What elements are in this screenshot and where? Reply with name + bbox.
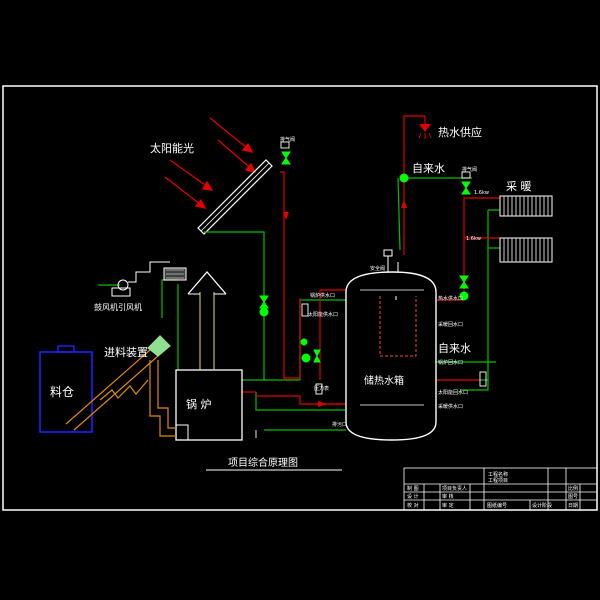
tb-r2c1: 设 计 — [407, 493, 419, 500]
small-label-tank-side-4: 太阳能回水口 — [438, 389, 468, 396]
tb-r1c1: 制 图 — [407, 485, 419, 492]
tb-right-3: 日期 — [568, 503, 578, 509]
feeder-device — [65, 335, 176, 437]
small-label-tank-side-5: 采暖供水口 — [438, 403, 463, 410]
tb-r3c4: 设计阶段 — [532, 502, 552, 509]
small-label-tank-side-3: 锅炉回水口 — [438, 359, 463, 366]
sunlight-arrows — [164, 117, 257, 209]
tb-right-1: 比例 — [568, 485, 578, 492]
small-fittings — [255, 141, 487, 438]
blower-fan — [111, 261, 187, 297]
label-solar-light: 太阳能光 — [150, 141, 194, 155]
tb-right-2: 图号 — [568, 494, 578, 500]
diagram-title: 项目综合原理图 — [228, 456, 298, 469]
small-label-vent-top: 排气阀 — [280, 136, 295, 143]
label-hot-water-supply: 热水供应 — [438, 125, 482, 139]
small-label-tank-side-1: 热水供水口 — [438, 295, 463, 302]
label-material-bin: 料仓 — [50, 385, 74, 399]
tb-r3c3: 图纸编号 — [487, 502, 507, 509]
tb-project-sub: 工程项目 — [488, 477, 508, 484]
tb-r1c2: 项目负责人 — [442, 485, 467, 492]
small-label-top-valve: 安全阀 — [370, 265, 385, 272]
label-tap-water-right: 自来水 — [438, 342, 471, 355]
tb-r3c2: 审 定 — [442, 502, 454, 509]
small-label-tank-outlet-1: 锅炉供水口 — [310, 292, 335, 299]
valves — [259, 151, 471, 363]
radiator-upper — [499, 195, 553, 217]
shower-head-icon — [418, 116, 432, 139]
tb-project-label: 工程名称 — [488, 471, 508, 478]
flow-arrows — [283, 200, 407, 407]
material-bin — [39, 345, 93, 433]
label-feeder-device: 进料装置 — [104, 345, 148, 359]
solar-collector — [197, 159, 273, 235]
small-label-tank-outlet-2: 太阳能供水口 — [308, 311, 338, 318]
green-pipes — [98, 177, 500, 431]
label-boiler: 锅 炉 — [186, 398, 212, 411]
label-storage-tank: 储热水箱 — [364, 374, 404, 387]
tb-r3c1: 校 对 — [407, 502, 419, 509]
boiler — [175, 271, 243, 441]
small-label-tank-side-2: 采暖回水口 — [438, 321, 463, 328]
small-label-vent-mid: 排气阀 — [462, 166, 477, 173]
title-block — [403, 467, 598, 511]
tb-r2c2: 审 核 — [442, 493, 454, 500]
red-pipes — [242, 115, 500, 405]
small-label-rad-1: 1.6kw — [474, 190, 489, 196]
label-fan: 鼓风机引风机 — [94, 302, 142, 312]
label-tap-water-top: 自来水 — [412, 162, 445, 175]
small-label-pressure: 压力表 — [314, 385, 329, 392]
label-radiator: 采 暖 — [506, 180, 532, 193]
storage-tank — [345, 249, 437, 441]
small-label-tank-bottom: 排污口 — [332, 421, 347, 428]
radiator-lower — [499, 237, 553, 263]
drawing-frame — [2, 85, 598, 511]
small-label-rad-2: 1.6kw — [466, 236, 481, 242]
